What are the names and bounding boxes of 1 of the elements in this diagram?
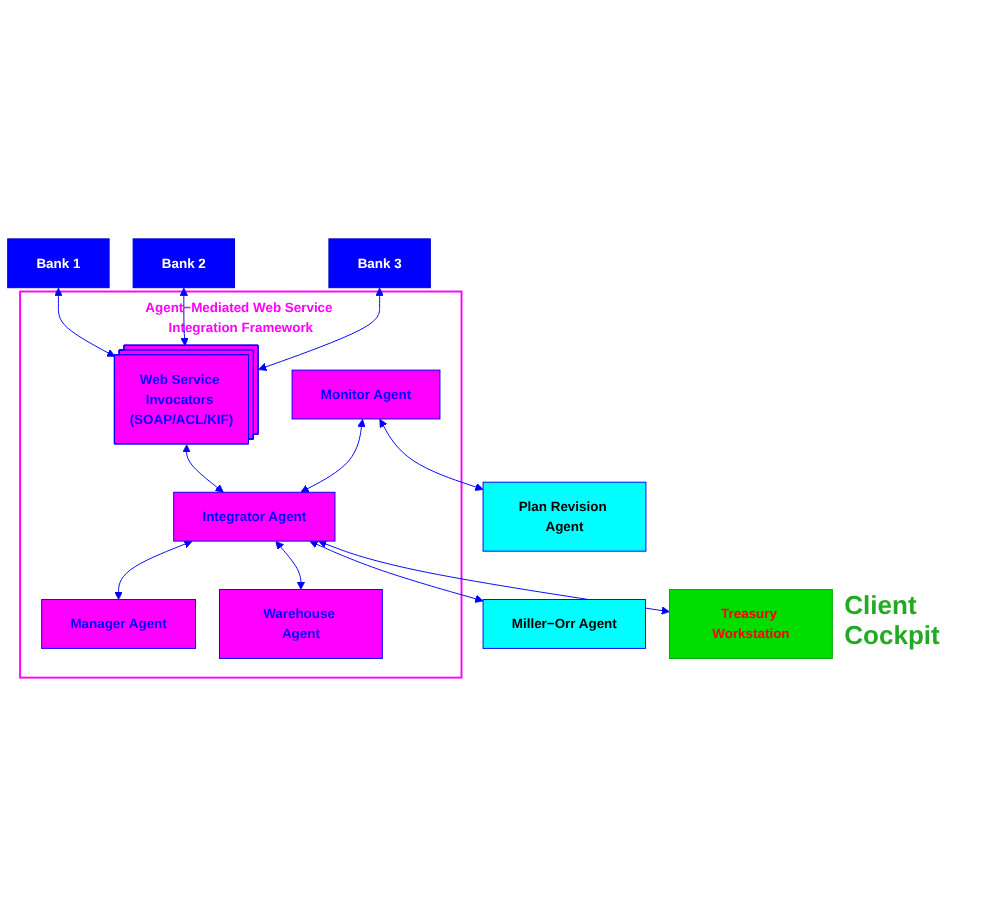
node-caption: Client Cockpit — [844, 590, 942, 651]
